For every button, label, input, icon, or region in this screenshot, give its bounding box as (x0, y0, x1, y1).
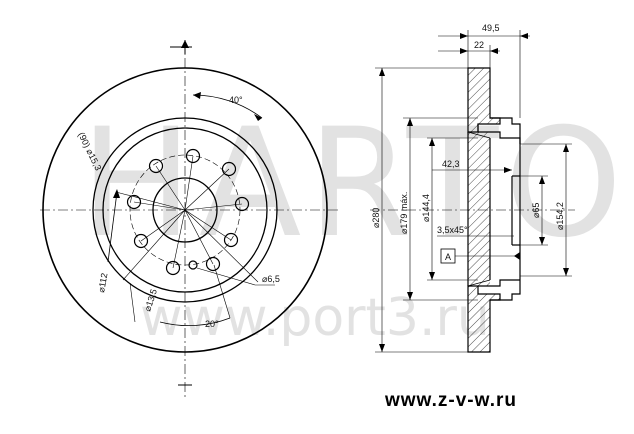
angle-bottom-label: 20° (205, 319, 219, 329)
width-disc-label: 22 (474, 40, 484, 50)
small-hole-label: ⌀6,5 (262, 274, 280, 284)
footer-url[interactable]: www.z-v-w.ru (384, 390, 517, 411)
datum-label: A (445, 252, 451, 262)
watermark: HARTO www.port3.ru (80, 97, 628, 348)
disc-section-lower (467, 285, 501, 353)
center-bore-label: ⌀112 (96, 272, 109, 293)
watermark-site: www.port3.ru (140, 288, 490, 348)
center-bore (152, 177, 218, 243)
disc-hat (102, 127, 268, 293)
section-view (370, 30, 575, 353)
offset-label: 42,3 (442, 159, 460, 169)
front-view (40, 40, 340, 400)
dia-flange-label: ⌀154,2 (555, 202, 565, 230)
disc-friction-inner (92, 117, 278, 303)
width-total-label: 49,5 (482, 23, 500, 33)
dia-bore-label: ⌀65 (531, 203, 541, 218)
dia-outer-label: ⌀280 (371, 208, 381, 228)
dia-friction-label: ⌀179 máx. (399, 192, 409, 234)
angle-top-label: 40° (229, 95, 243, 105)
watermark-logo: HARTO (80, 97, 628, 271)
disc-outer (42, 67, 328, 353)
dia-hat-label: ⌀144,4 (421, 194, 431, 222)
bolt-holes (126, 148, 250, 276)
chamfer-label: 3,5x45° (437, 225, 468, 235)
